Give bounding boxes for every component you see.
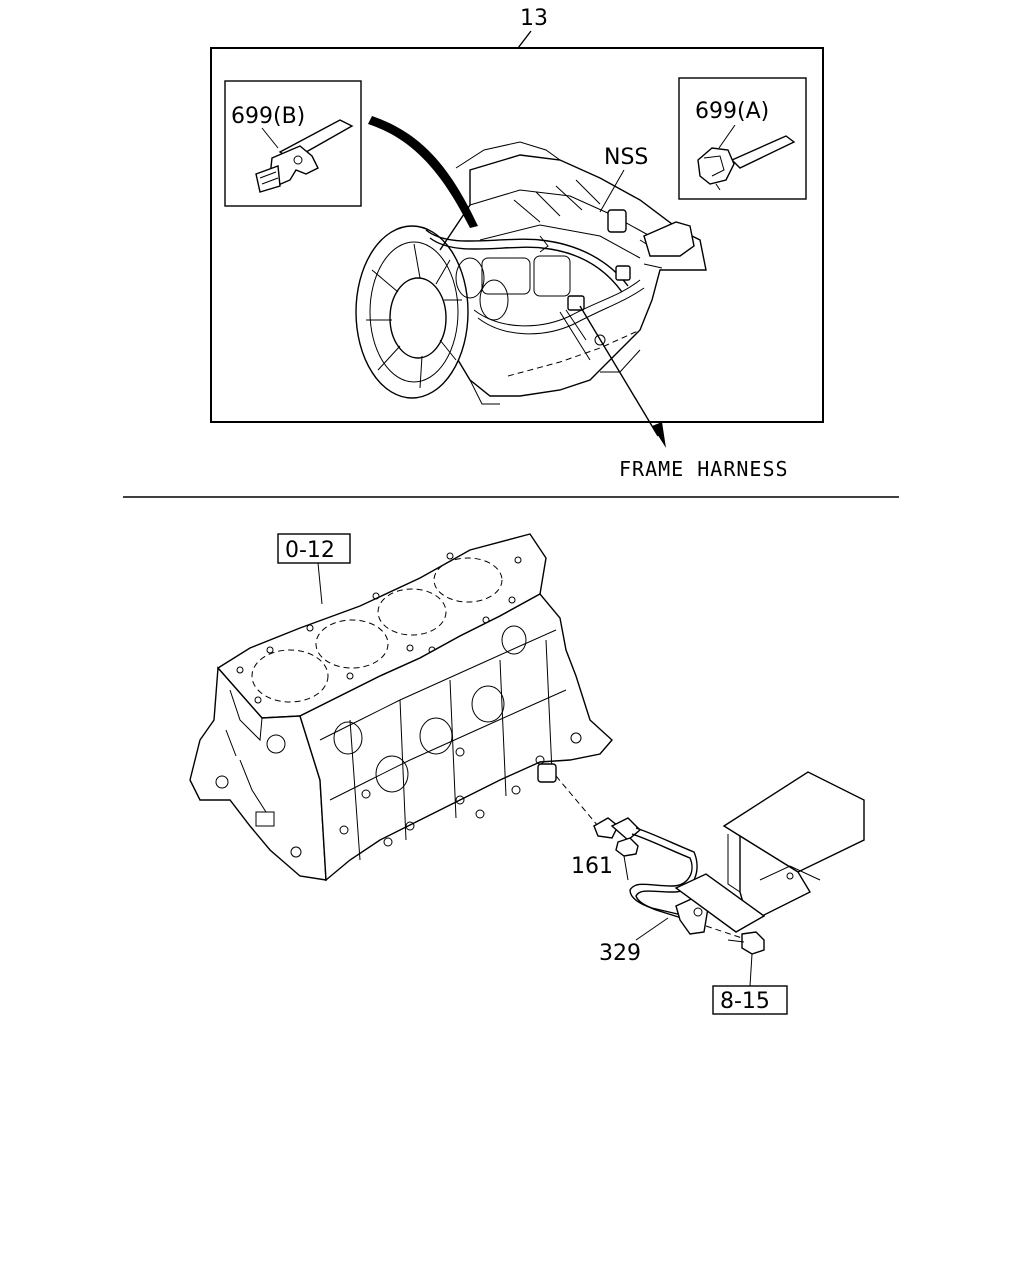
ground-boss — [537, 763, 557, 783]
engine-outline — [439, 154, 707, 397]
inset-clip-a: 699(A) — [678, 77, 807, 200]
callout-nss: NSS — [604, 145, 648, 170]
bolt-8-15-icon — [727, 931, 765, 955]
inset-a-frame — [678, 77, 807, 200]
alignment-dash-1 — [555, 775, 599, 827]
callout-13: 13 — [520, 6, 548, 31]
callout-699b-leader — [261, 127, 279, 149]
cable-wire — [629, 833, 693, 917]
callout-8-15-leader — [749, 953, 753, 987]
ground-cable — [593, 817, 709, 935]
ref-box-8-15 — [712, 985, 788, 1015]
callout-0-12-leader — [317, 562, 323, 605]
frame-harness-leader — [579, 305, 659, 437]
engine-assembly — [355, 141, 707, 405]
cylinder-block-view: 0-12 — [189, 533, 865, 1015]
callout-0-12: 0-12 — [285, 538, 335, 563]
callout-699a: 699(A) — [695, 99, 769, 124]
callout-329: 329 — [599, 941, 641, 966]
clip-a-icon — [697, 135, 796, 191]
callout-13-leader — [517, 30, 532, 49]
inset-b-frame — [224, 80, 362, 207]
block-side — [299, 593, 613, 882]
alignment-dash-2 — [705, 925, 743, 939]
frame-bracket — [674, 873, 766, 933]
callout-nss-leader — [599, 169, 625, 213]
frame-member — [674, 771, 865, 933]
assembly-frame — [210, 47, 824, 423]
cable-terminal-upper — [593, 817, 619, 839]
cooling-fan — [355, 225, 469, 399]
bolt-161-icon — [615, 837, 639, 881]
ref-box-0-12 — [277, 533, 351, 564]
clip-b-pointer-arrow — [368, 116, 478, 228]
label-frame-harness: FRAME HARNESS — [619, 457, 789, 481]
callout-8-15: 8-15 — [720, 989, 770, 1014]
clip-b-icon — [255, 119, 354, 193]
callout-329-leader — [635, 917, 669, 941]
engine-harness-view: 13 699(B) 699(A) — [210, 6, 824, 481]
callout-699a-leader — [718, 124, 736, 149]
callout-161: 161 — [571, 854, 613, 879]
inset-clip-b: 699(B) — [224, 80, 362, 207]
callout-699b: 699(B) — [231, 104, 305, 129]
harness-wire — [425, 229, 629, 287]
frame-harness-arrowhead — [652, 422, 666, 448]
cylinder-block — [189, 533, 613, 882]
